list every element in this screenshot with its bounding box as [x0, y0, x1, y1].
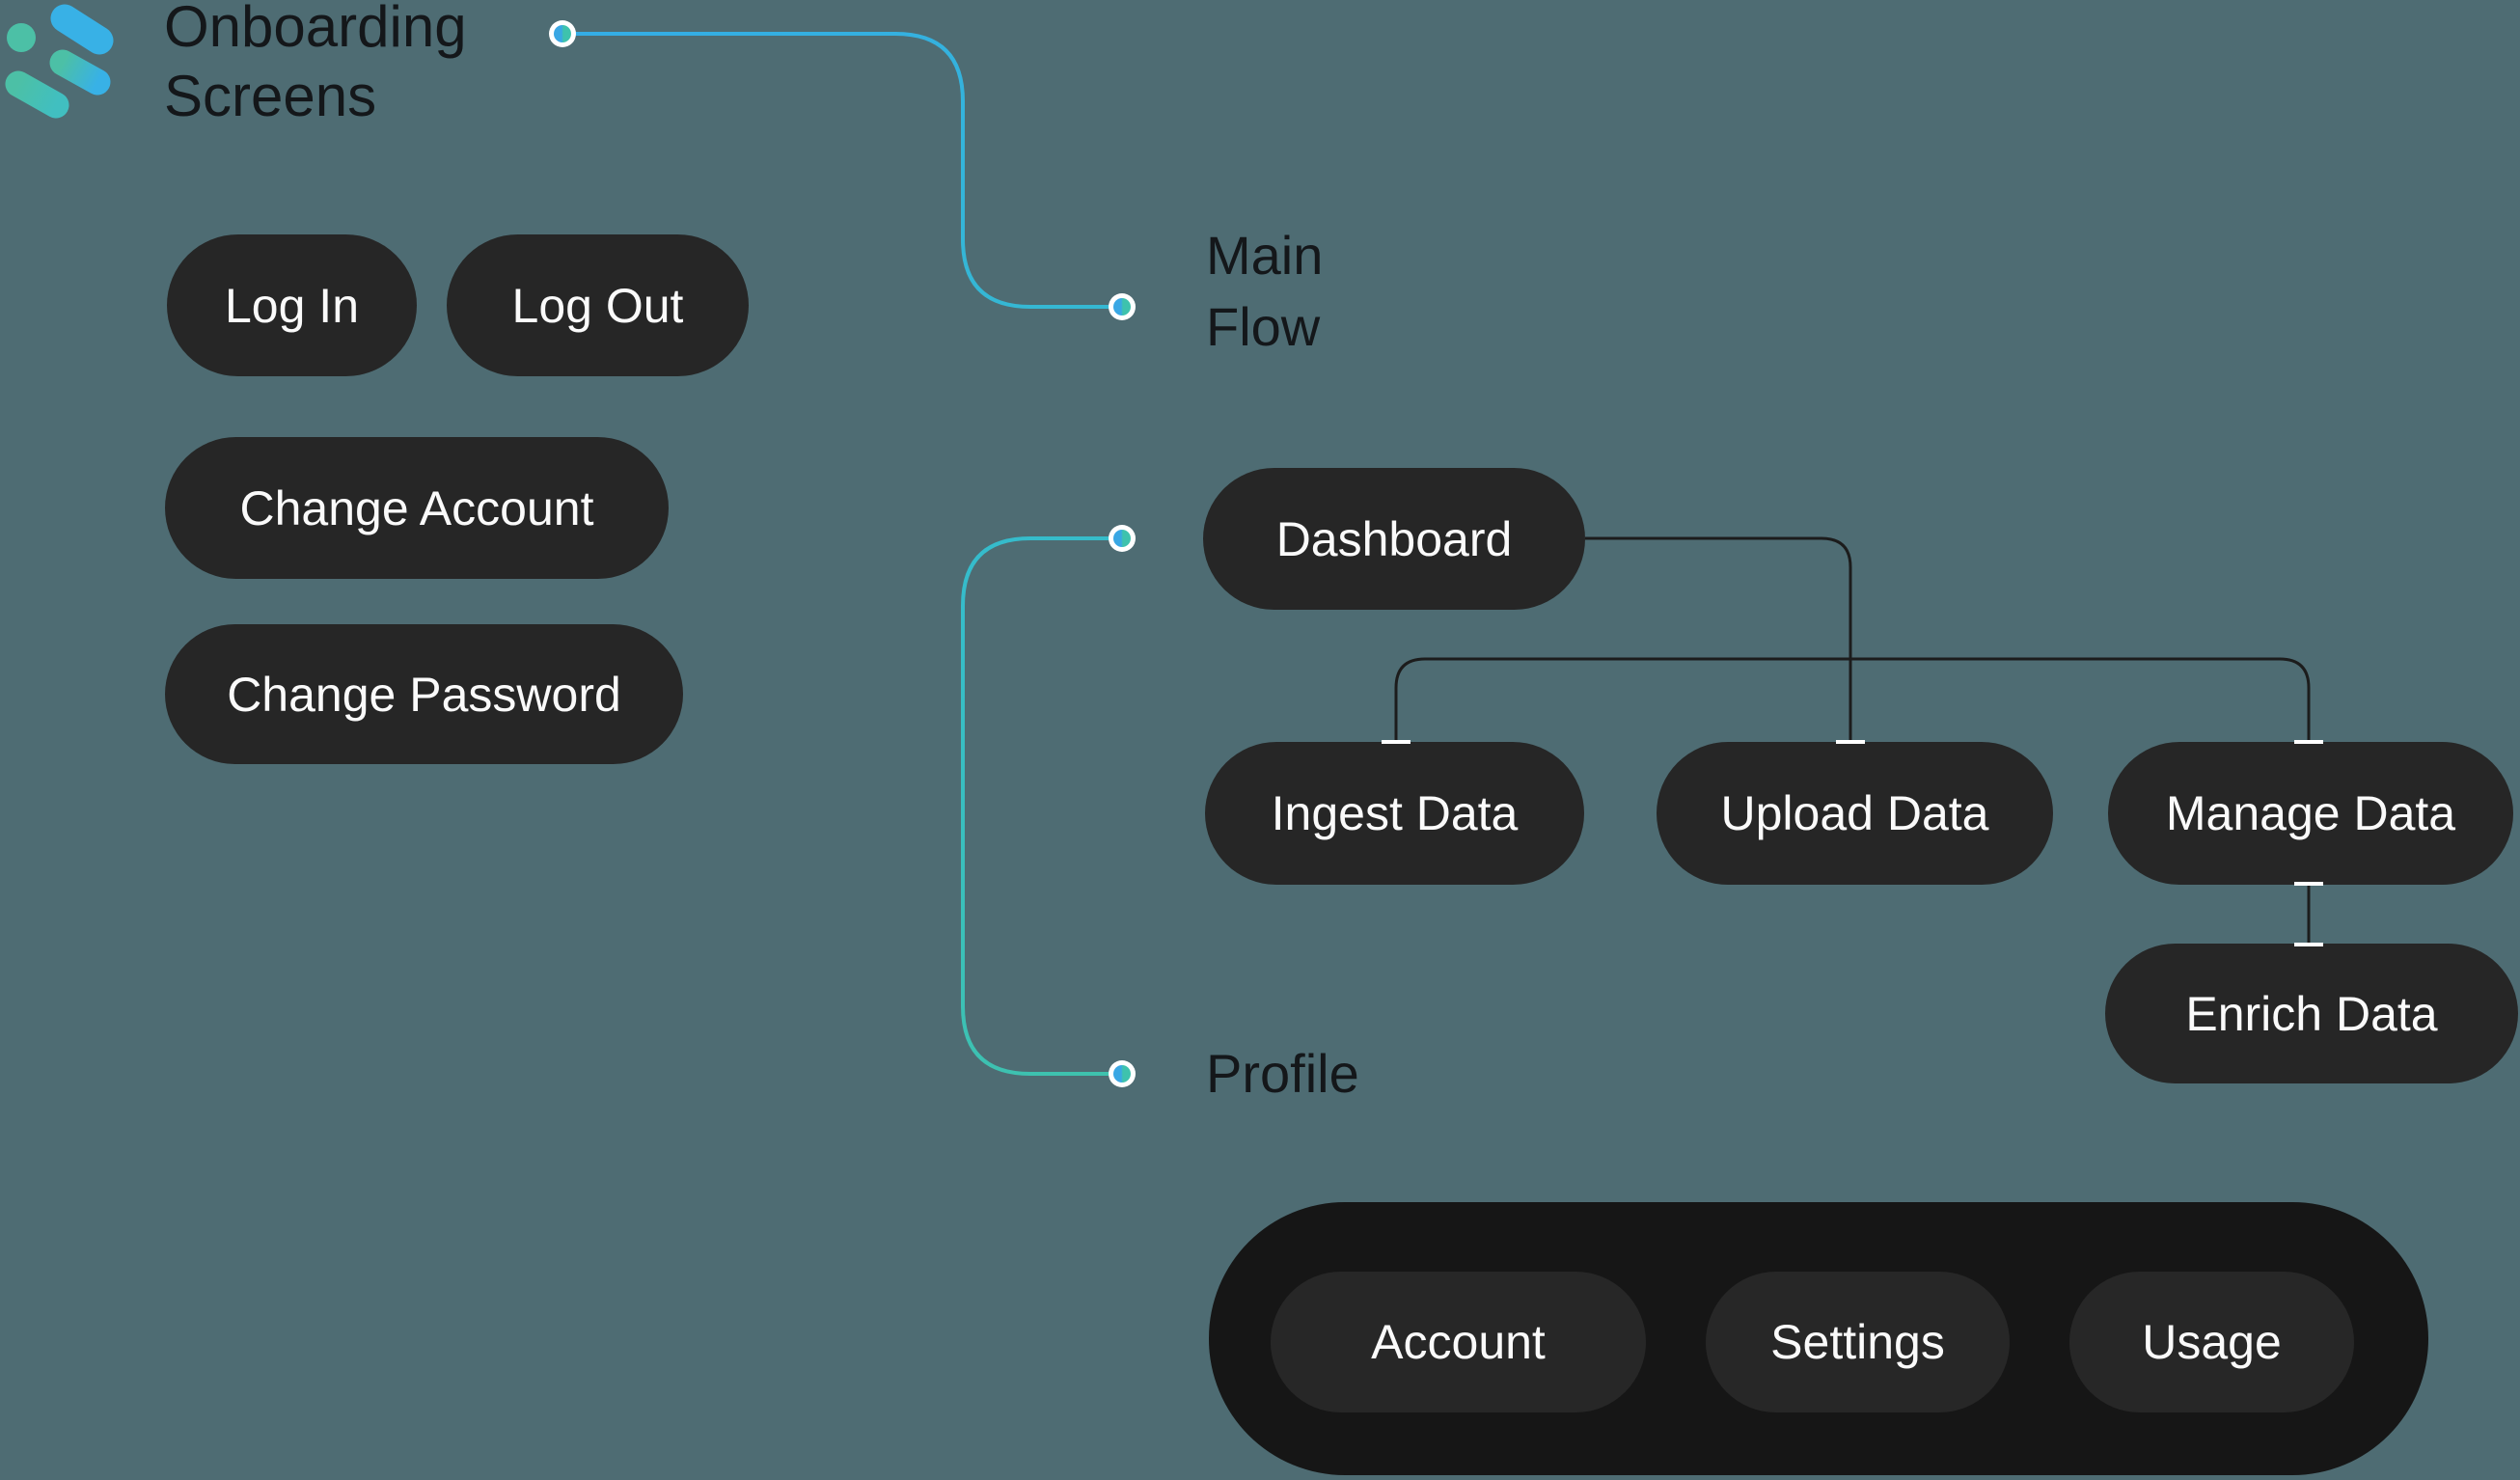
node-label: Change Account: [239, 480, 594, 535]
node-log-out[interactable]: Log Out: [447, 234, 749, 376]
node-label: Change Password: [227, 667, 621, 722]
node-change-password[interactable]: Change Password: [165, 624, 683, 764]
molecule-logo-icon: [5, 4, 114, 119]
tab-label: Settings: [1770, 1315, 1945, 1369]
node-label: Log In: [224, 278, 359, 333]
connector-dashboard-to-profile: [961, 536, 1122, 1076]
tab-label: Usage: [2142, 1315, 2282, 1369]
node-label: Upload Data: [1720, 786, 1989, 840]
endpoint-dot: [1109, 293, 1136, 320]
connector-dashboard-to-children: [1585, 536, 1852, 742]
tab-settings[interactable]: Settings: [1706, 1272, 2010, 1412]
profile-tab-bar: Account Settings Usage: [1209, 1202, 2428, 1475]
tab-account[interactable]: Account: [1271, 1272, 1646, 1412]
node-label: Manage Data: [2165, 786, 2456, 840]
node-label: Enrich Data: [2185, 986, 2438, 1041]
section-heading-profile: Profile: [1206, 1043, 1359, 1104]
node-label: Log Out: [511, 278, 684, 333]
endpoint-dot: [1109, 525, 1136, 552]
section-heading-main-flow: Main Flow: [1206, 225, 1324, 357]
page-title: Onboarding Screens: [164, 0, 467, 128]
node-change-account[interactable]: Change Account: [165, 437, 669, 579]
node-upload-data[interactable]: Upload Data: [1657, 742, 2053, 885]
tab-label: Account: [1371, 1315, 1546, 1369]
endpoint-dot: [1109, 1060, 1136, 1087]
node-label: Dashboard: [1275, 511, 1513, 566]
node-log-in[interactable]: Log In: [167, 234, 417, 376]
node-enrich-data[interactable]: Enrich Data: [2105, 944, 2518, 1083]
connector-children-bus: [1394, 657, 2311, 742]
node-manage-data[interactable]: Manage Data: [2108, 742, 2513, 885]
node-ingest-data[interactable]: Ingest Data: [1205, 742, 1584, 885]
tab-usage[interactable]: Usage: [2069, 1272, 2354, 1412]
node-dashboard[interactable]: Dashboard: [1203, 468, 1585, 610]
node-label: Ingest Data: [1271, 786, 1519, 840]
